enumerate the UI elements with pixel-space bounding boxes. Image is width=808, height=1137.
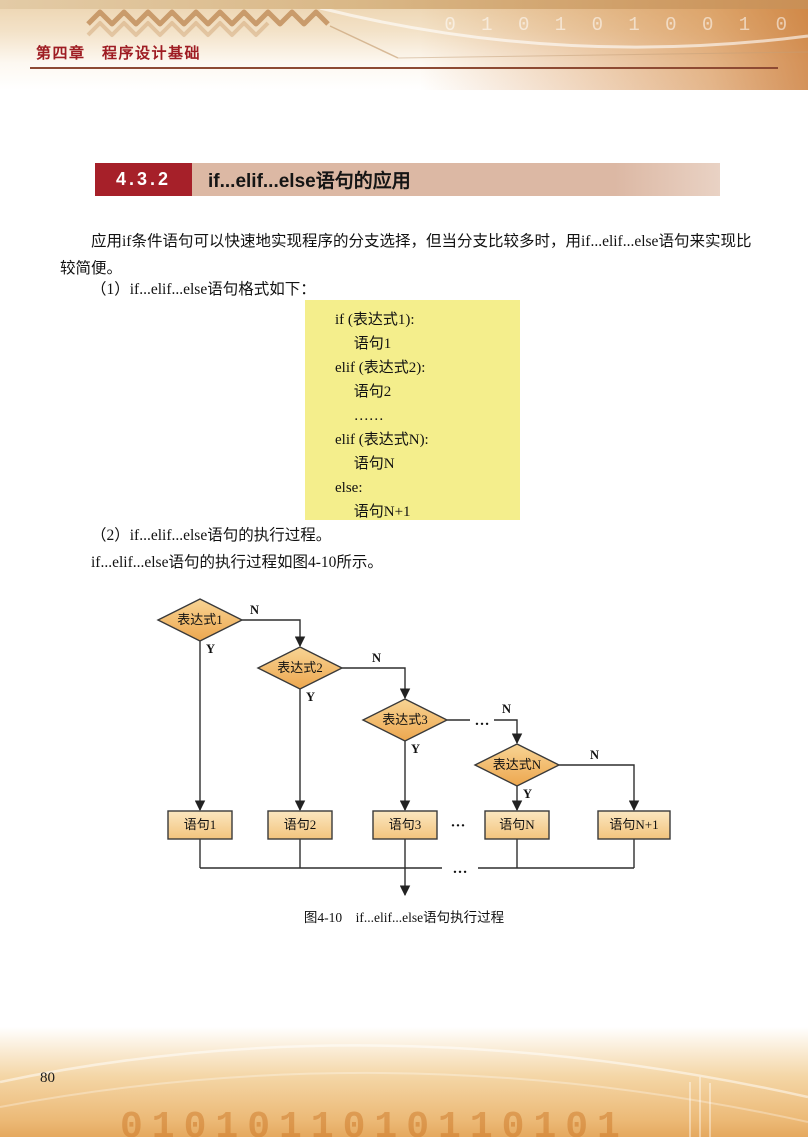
decision-diamond-1 [156, 598, 244, 642]
section-title-bar: if...elif...else语句的应用 [192, 163, 720, 196]
ellipsis-between-boxes: ··· [450, 818, 465, 834]
box-label-4: 语句N [499, 817, 535, 832]
no-arrow-1 [242, 619, 306, 648]
decorative-digits-bottom: 0101011010110101 [120, 1106, 629, 1137]
section-number: 4.3.2 [95, 163, 192, 196]
statement-box-4 [484, 810, 550, 840]
top-gradient-strip [0, 0, 808, 9]
decision-diamond-3 [361, 698, 449, 742]
decision-diamond-2 [256, 646, 344, 690]
no-label-2: N [372, 651, 381, 665]
item1-paragraph: （1）if...elif...else语句格式如下： [91, 281, 316, 298]
box-label-1: 语句1 [184, 817, 217, 832]
section-heading: 4.3.2 if...elif...else语句的应用 [95, 163, 720, 196]
section-title: if...elif...else语句的应用 [208, 171, 411, 192]
statement-box-5 [597, 810, 671, 840]
code-line: elif (表达式2): [335, 360, 426, 376]
box-label-2: 语句2 [284, 817, 317, 832]
statement-box-2 [267, 810, 333, 840]
figure-caption: 图4-10 if...elif...else语句执行过程 [303, 910, 505, 925]
code-line: 语句1 [335, 336, 392, 352]
top-decoration-band: 0 1 0 1 0 1 0 0 1 0 [0, 0, 808, 90]
intro-paragraph: 应用if条件语句可以快速地实现程序的分支选择，但当分支比较多时，用if...el… [60, 233, 752, 277]
yes-label-1: Y [206, 642, 215, 656]
zigzag-decoration [86, 6, 808, 59]
no-label-3: N [502, 702, 511, 716]
box-label-3: 语句3 [389, 817, 422, 832]
diamond-label-4: 表达式N [493, 757, 542, 772]
footer-arcs-decoration [0, 1044, 808, 1137]
statement-box-1 [167, 810, 233, 840]
code-line: …… [335, 408, 384, 424]
ellipsis-line: … [475, 713, 490, 729]
code-line: 语句N+1 [335, 504, 411, 520]
code-line: if (表达式1): [335, 312, 415, 328]
item2-follow-paragraph: if...elif...else语句的执行过程如图4-10所示。 [91, 554, 383, 571]
no-arrow-4 [559, 764, 640, 812]
ellipsis-collector: … [453, 861, 468, 877]
code-line: 语句N [335, 456, 395, 472]
footer-decoration-band: 0101011010110101 [0, 1027, 808, 1137]
no-arrow-2 [342, 667, 411, 700]
yes-label-2: Y [306, 690, 315, 704]
box-label-5: 语句N+1 [609, 817, 658, 832]
code-line: elif (表达式N): [335, 432, 429, 448]
code-block: if (表达式1): 语句1 elif (表达式2): 语句2 …… elif … [305, 300, 520, 520]
page-number: 80 [40, 1070, 55, 1086]
diamond-label-1: 表达式1 [177, 612, 223, 627]
code-line: 语句2 [335, 384, 392, 400]
no-arrow-3b [494, 719, 523, 745]
no-label-1: N [250, 603, 259, 617]
flowchart: 表达式1 表达式2 表达式3 表达式N 语句1 语句2 语句3 语句N 语句N+… [156, 598, 671, 897]
decision-diamond-4 [473, 743, 561, 787]
no-label-4: N [590, 748, 599, 762]
diamond-label-2: 表达式2 [277, 660, 323, 675]
code-line: else: [335, 480, 363, 496]
statement-box-3 [372, 810, 438, 840]
decorative-digits-top: 0 1 0 1 0 1 0 0 1 0 [444, 14, 794, 36]
yes-label-4: Y [523, 787, 532, 801]
yes-label-3: Y [411, 742, 420, 756]
diamond-label-3: 表达式3 [382, 712, 428, 727]
chapter-header: 第四章 程序设计基础 [36, 45, 202, 62]
header-rule [30, 67, 778, 69]
item2-paragraph: （2）if...elif...else语句的执行过程。 [91, 527, 332, 544]
